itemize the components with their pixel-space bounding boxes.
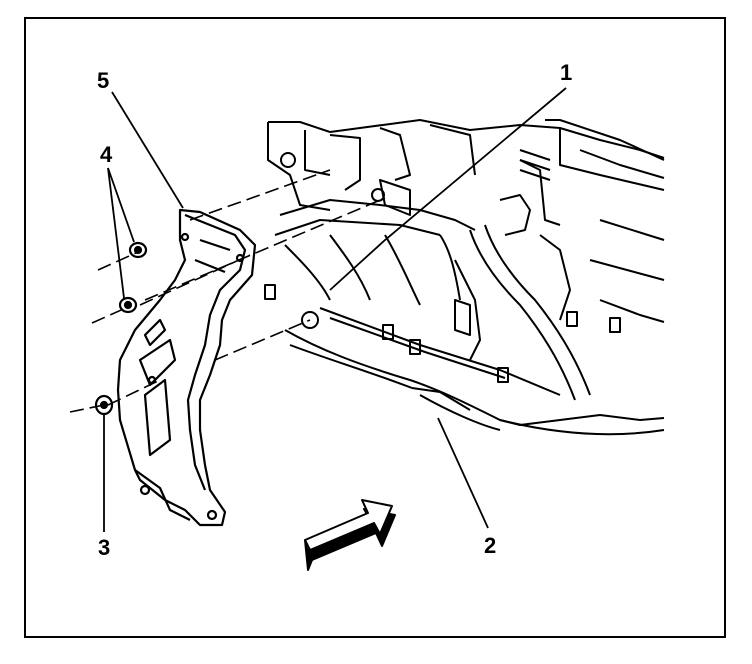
- callout-1: 1: [560, 60, 572, 85]
- nut-middle: [118, 296, 138, 314]
- leader-line-1: [329, 87, 567, 291]
- leader-line-5: [111, 91, 184, 209]
- leader-line-4a: [107, 167, 135, 243]
- nut-upper: [128, 241, 148, 259]
- callout-3: 3: [98, 535, 110, 560]
- callout-4: 4: [100, 142, 113, 167]
- nut-lower: [94, 394, 114, 416]
- leader-lines: [103, 87, 567, 532]
- leader-line-4b: [107, 167, 125, 299]
- nut-fasteners: [94, 241, 148, 416]
- leader-line-2: [437, 417, 489, 529]
- callout-2: 2: [484, 533, 496, 558]
- callout-5: 5: [97, 68, 109, 93]
- hvac-module: [264, 119, 665, 436]
- direction-arrow-icon: [304, 499, 396, 571]
- alignment-lines: [69, 169, 386, 413]
